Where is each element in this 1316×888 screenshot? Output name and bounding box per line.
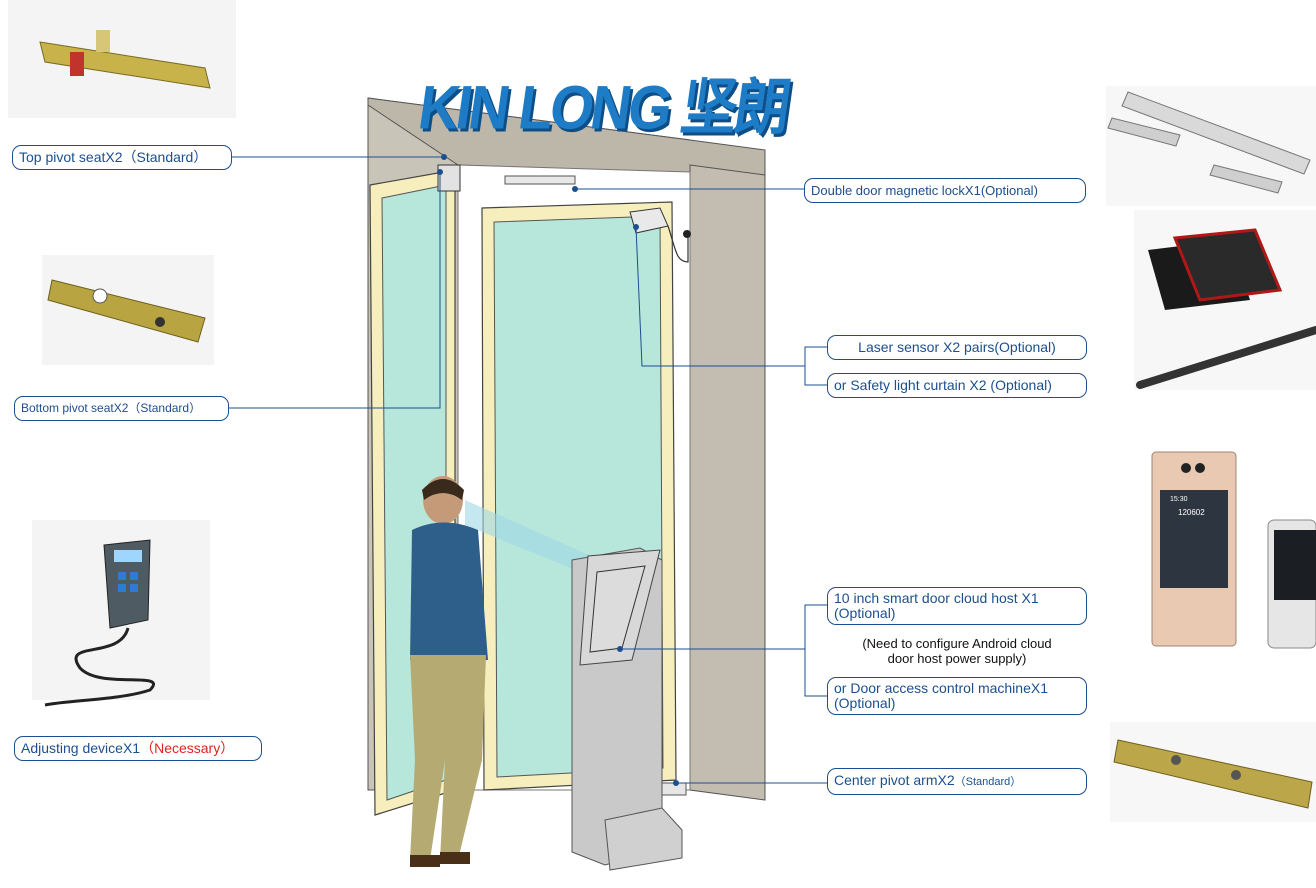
power-note-line1: (Need to configure Android cloud xyxy=(826,636,1088,651)
callout-adjusting-device: Adjusting deviceX1（Necessary） xyxy=(14,736,262,761)
callout-magnetic-lock: Double door magnetic lockX1(Optional) xyxy=(804,178,1086,203)
laser-sensor-photo xyxy=(1134,210,1316,390)
cloud-host-optional: (Optional) xyxy=(834,606,1080,621)
top-pivot-tag: （Standard） xyxy=(123,149,208,165)
power-note-line2: door host power supply) xyxy=(826,651,1088,666)
magnetic-lock xyxy=(505,176,575,184)
laser-sensor-label: Laser sensor X2 pairs(Optional) xyxy=(858,339,1056,355)
top-pivot-device xyxy=(438,165,460,191)
door-frame-right xyxy=(690,165,765,800)
cloud-host-photo xyxy=(1152,452,1316,648)
callout-center-pivot-arm: Center pivot armX2（Standard） xyxy=(827,768,1087,795)
adjusting-tag: （Necessary） xyxy=(140,740,234,756)
light-curtain-label: or Safety light curtain X2 (Optional) xyxy=(834,377,1052,393)
adjusting-device-photo xyxy=(32,520,210,705)
center-pivot-photo xyxy=(1110,722,1316,822)
magnetic-lock-label: Double door magnetic lockX1(Optional) xyxy=(811,183,1038,198)
magnetic-lock-photo xyxy=(1106,86,1316,206)
top-pivot-label: Top pivot seatX2 xyxy=(19,149,123,165)
top-pivot-photo xyxy=(8,0,236,118)
cloud-host-power-note: (Need to configure Android cloud door ho… xyxy=(826,636,1088,666)
adjusting-label: Adjusting deviceX1 xyxy=(21,740,140,756)
callout-light-curtain: or Safety light curtain X2 (Optional) xyxy=(827,373,1087,398)
callout-laser-sensor: Laser sensor X2 pairs(Optional) xyxy=(827,335,1087,360)
callout-top-pivot-seat: Top pivot seatX2（Standard） xyxy=(12,145,232,170)
bottom-pivot-photo xyxy=(42,255,214,365)
center-pivot-label: Center pivot armX2 xyxy=(834,772,955,788)
callout-bottom-pivot-seat: Bottom pivot seatX2（Standard） xyxy=(14,396,229,421)
access-control-optional: (Optional) xyxy=(834,696,1080,711)
center-pivot-tag: （Standard） xyxy=(955,776,1022,788)
bottom-pivot-label: Bottom pivot seatX2 xyxy=(21,401,128,415)
kinlong-logo: KIN LONG 坚朗 xyxy=(414,58,795,147)
person-figure xyxy=(410,476,488,867)
callout-access-control: or Door access control machineX1 (Option… xyxy=(827,677,1087,715)
callout-cloud-host: 10 inch smart door cloud host X1 (Option… xyxy=(827,587,1087,625)
sensor-plug xyxy=(683,230,691,238)
access-control-label: or Door access control machineX1 xyxy=(834,681,1080,696)
device-screen-time: 15:30 xyxy=(1170,496,1188,503)
kiosk-base xyxy=(605,808,682,870)
bottom-pivot-tag: （Standard） xyxy=(128,401,201,415)
cloud-host-label: 10 inch smart door cloud host X1 xyxy=(834,591,1080,606)
device-screen-code: 120602 xyxy=(1178,508,1205,517)
